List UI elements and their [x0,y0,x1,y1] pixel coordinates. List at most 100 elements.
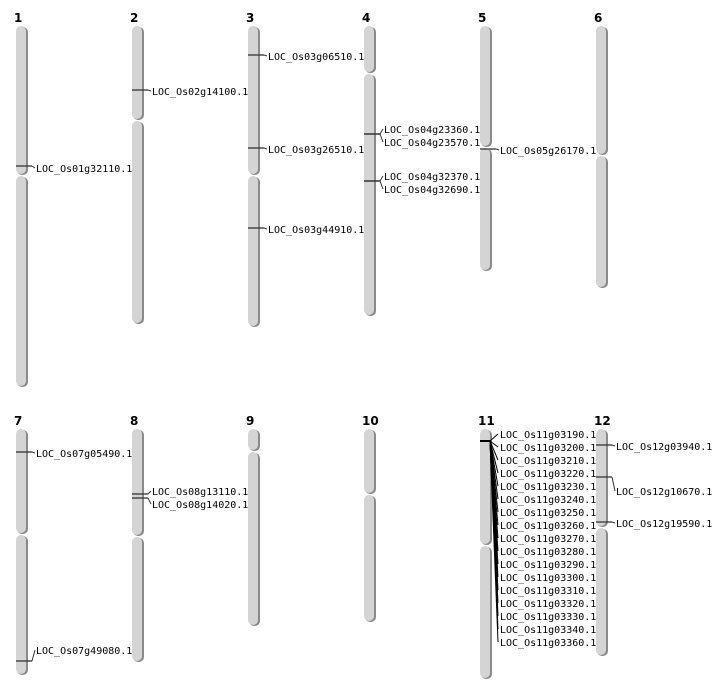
chromosome-11: 11LOC_Os11g03190.1LOC_Os11g03200.1LOC_Os… [478,414,596,679]
gene-label: LOC_Os03g06510.1 [268,52,364,63]
gene-marker: LOC_Os07g49080.1 [16,646,132,662]
gene-label: LOC_Os11g03200.1 [500,443,596,454]
chromosome-arm [16,26,26,174]
gene-label: LOC_Os02g14100.1 [152,87,248,98]
gene-label: LOC_Os11g03300.1 [500,573,596,584]
gene-label: LOC_Os11g03230.1 [500,482,596,493]
gene-marker: LOC_Os12g19590.1 [596,519,712,530]
gene-label: LOC_Os11g03210.1 [500,456,596,467]
gene-label: LOC_Os11g03260.1 [500,521,596,532]
gene-marker: LOC_Os03g44910.1 [248,225,364,236]
gene-label: LOC_Os11g03290.1 [500,560,596,571]
gene-label: LOC_Os05g26170.1 [500,146,596,157]
chromosome-label: 6 [594,11,602,25]
chromosome-label: 12 [594,414,611,428]
chromosome-arm [596,26,606,154]
gene-label: LOC_Os12g19590.1 [616,519,712,530]
gene-label: LOC_Os04g32690.1 [384,185,480,196]
gene-marker: LOC_Os04g23570.1 [364,133,480,149]
chromosome-6: 6 [594,11,608,288]
gene-marker: LOC_Os12g03940.1 [596,442,712,453]
gene-marker: LOC_Os02g14100.1 [132,87,248,98]
chromosome-label: 10 [362,414,379,428]
gene-marker: LOC_Os04g32370.1 [364,172,480,183]
gene-label: LOC_Os11g03240.1 [500,495,596,506]
chromosome-9: 9 [246,414,260,626]
gene-marker: LOC_Os08g13110.1 [132,487,248,498]
gene-marker: LOC_Os12g10670.1 [596,476,712,498]
gene-label: LOC_Os07g49080.1 [36,646,132,657]
chromosome-4: 4LOC_Os04g23360.1LOC_Os04g23570.1LOC_Os0… [362,11,480,316]
chromosome-arm [248,452,258,625]
chromosome-label: 3 [246,11,254,25]
gene-label: LOC_Os12g03940.1 [616,442,712,453]
chromosome-arm [132,26,142,119]
chromosome-label: 5 [478,11,486,25]
gene-marker: LOC_Os11g03200.1 [480,440,596,454]
gene-marker: LOC_Os11g03360.1 [480,440,596,649]
chromosome-label: 4 [362,11,370,25]
gene-label: LOC_Os11g03270.1 [500,534,596,545]
gene-marker: LOC_Os08g14020.1 [132,497,248,511]
gene-marker: LOC_Os01g32110.1 [16,164,132,175]
chromosome-arm [480,429,490,544]
gene-label: LOC_Os11g03360.1 [500,638,596,649]
gene-label: LOC_Os08g13110.1 [152,487,248,498]
chromosome-label: 7 [14,414,22,428]
gene-label: LOC_Os04g32370.1 [384,172,480,183]
chromosome-arm [480,26,490,146]
gene-label: LOC_Os07g05490.1 [36,449,132,460]
chromosome-arm [132,429,142,535]
gene-label: LOC_Os08g14020.1 [152,500,248,511]
gene-marker: LOC_Os04g32690.1 [364,180,480,196]
chromosome-arm [248,176,258,326]
gene-label: LOC_Os04g23360.1 [384,125,480,136]
gene-label: LOC_Os04g23570.1 [384,138,480,149]
chromosome-label: 1 [14,11,22,25]
gene-marker: LOC_Os07g05490.1 [16,449,132,460]
chromosome-arm [248,429,258,450]
gene-label: LOC_Os11g03320.1 [500,599,596,610]
chromosome-arm [132,121,142,323]
chromosome-arm [480,148,490,270]
chromosome-arm [364,74,374,315]
chromosome-arm [364,495,374,621]
chromosome-10: 10 [362,414,379,622]
gene-marker: LOC_Os04g23360.1 [364,125,480,136]
chromosome-arm [16,535,26,674]
gene-label: LOC_Os03g44910.1 [268,225,364,236]
chromosome-label: 2 [130,11,138,25]
chromosome-arm [16,429,26,533]
gene-label: LOC_Os11g03250.1 [500,508,596,519]
chromosome-label: 9 [246,414,254,428]
chromosome-arm [480,546,490,678]
chromosome-12: 12LOC_Os12g03940.1LOC_Os12g10670.1LOC_Os… [594,414,712,656]
gene-label: LOC_Os11g03310.1 [500,586,596,597]
chromosome-arm [596,528,606,655]
gene-marker: LOC_Os03g06510.1 [248,52,364,63]
gene-label: LOC_Os11g03280.1 [500,547,596,558]
chromosome-label: 11 [478,414,495,428]
gene-label: LOC_Os11g03220.1 [500,469,596,480]
chromosome-arm [132,537,142,661]
gene-label: LOC_Os11g03340.1 [500,625,596,636]
chromosome-arm [596,156,606,287]
gene-label: LOC_Os11g03190.1 [500,430,596,441]
gene-label: LOC_Os03g26510.1 [268,145,364,156]
chromosome-arm [364,429,374,493]
gene-marker: LOC_Os11g03190.1 [480,430,596,442]
chromosome-arm [16,176,26,386]
chromosome-label: 8 [130,414,138,428]
gene-marker: LOC_Os03g26510.1 [248,145,364,156]
gene-marker: LOC_Os05g26170.1 [480,146,596,157]
chromosome-arm [364,26,374,72]
gene-label: LOC_Os12g10670.1 [616,487,712,498]
chromosome-3: 3LOC_Os03g06510.1LOC_Os03g26510.1LOC_Os0… [246,11,364,327]
